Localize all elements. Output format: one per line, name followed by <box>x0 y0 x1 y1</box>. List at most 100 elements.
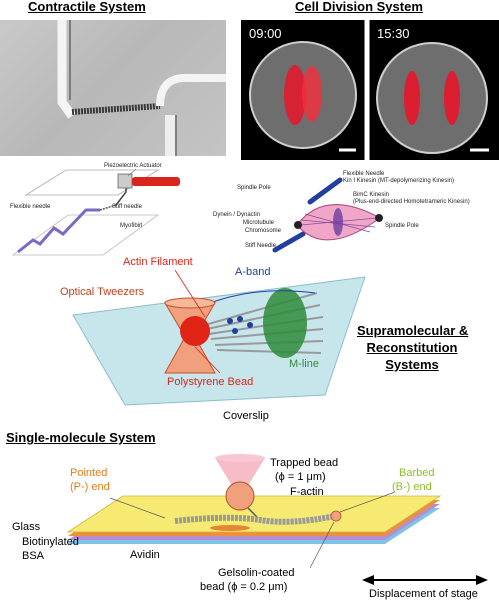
f-actin-chain <box>174 513 336 525</box>
label-flexible-needle: Flexible needle <box>10 204 51 210</box>
spindle-pole-right-dot <box>375 214 383 222</box>
myosin-head-4 <box>232 328 238 334</box>
myofibril-drawing <box>99 204 117 211</box>
heading-contractile-system: Contractile System <box>28 0 146 14</box>
stage-outline-bottom <box>11 214 160 256</box>
cell-frame-right <box>376 42 489 154</box>
bead-shadow <box>210 525 250 531</box>
pointed-leader <box>109 497 166 519</box>
label-gelsolin: Gelsolin-coated <box>218 567 295 579</box>
actin-filament-6 <box>216 349 322 354</box>
cell-frame-left <box>249 41 357 152</box>
myosin-head-3 <box>247 322 253 328</box>
label-glass: Glass <box>12 521 41 533</box>
label-a-band: A-band <box>235 266 271 278</box>
myosin-heads <box>227 316 253 334</box>
label-myofibril: Myofibirl <box>120 223 143 229</box>
stage-outline-top <box>24 169 160 196</box>
flexible-needle-shape <box>57 20 76 119</box>
piezo-block <box>117 173 133 189</box>
laser-cone-rim <box>215 454 265 462</box>
label-spindle-pole-left: Spindle Pole <box>237 185 271 191</box>
label-kin1-kinesin: Kin I Kinesin (MT-depolymerizing Kinesin… <box>343 178 455 184</box>
label-m-line: M-line <box>289 358 319 370</box>
chromosome-shape <box>333 208 343 236</box>
label-piezoelectric-actuator: Piezoelectric Actuator <box>104 163 162 169</box>
polystyrene-bead <box>180 316 210 346</box>
label-pointed: Pointed <box>70 467 108 479</box>
label-barbed: Barbed <box>399 467 435 479</box>
myosin-head-2 <box>237 316 243 322</box>
label-chromosome: Chromosome <box>245 228 282 234</box>
cell-division-micrographs: 09:00 15:30 <box>241 20 499 160</box>
gelsolin-leader <box>309 521 335 569</box>
label-stiff-needle: Stiff needle <box>112 204 142 210</box>
tweezers-diagram: Actin Filament A-band Optical Tweezers M… <box>55 255 390 425</box>
single-molecule-diagram: Trapped bead (ϕ = 1 μm) Pointed (P-) end… <box>0 450 499 600</box>
label-avidin: Avidin <box>130 549 160 561</box>
label-f-actin: F-actin <box>290 486 324 498</box>
label-bsa: BSA <box>22 550 45 562</box>
label-actin-filament: Actin Filament <box>123 256 193 268</box>
label-microtubule: Microtubule <box>243 220 275 226</box>
flexible-needle-bar <box>307 177 343 205</box>
chromosome-right-b <box>444 71 460 125</box>
label-dynein: Dynein / Dynactin <box>213 212 261 218</box>
spindle-diagram-svg <box>272 177 383 253</box>
gelsolin-bead-shape <box>330 510 342 522</box>
chromosome-left-a <box>284 65 306 125</box>
stiff-needle-shape <box>156 74 226 107</box>
time-label-left: 09:00 <box>249 26 282 41</box>
time-label-right: 15:30 <box>377 26 410 41</box>
heading-cell-division-system: Cell Division System <box>295 0 423 14</box>
heading-supramolecular-line-1: Supramolecular & <box>357 323 469 338</box>
piezo-actuator <box>132 177 180 186</box>
label-pointed-end: (P-) end <box>70 481 110 493</box>
label-spindle-pole-right: Spindle Pole <box>385 223 419 229</box>
label-trapped-bead-size: (ϕ = 1 μm) <box>275 471 326 483</box>
tweezers-diagram-svg <box>72 269 366 406</box>
barbed-leader <box>339 491 396 513</box>
tweezer-cone-rim <box>164 297 216 309</box>
label-trapped-bead: Trapped bead <box>270 457 339 469</box>
spindle-pole-left-dot <box>294 221 302 229</box>
heading-supramolecular-line-3: Systems <box>385 357 439 372</box>
laser-cone <box>215 458 265 492</box>
contractile-diagram: Piezoelectric Actuator Flexible needle S… <box>8 160 198 265</box>
contractile-diagram-svg <box>11 168 180 256</box>
heading-supramolecular: Supramolecular & Reconstitution Systems <box>357 322 469 373</box>
flexible-needle-drawing <box>17 208 100 254</box>
myofibril-shape <box>71 103 161 115</box>
displacement-arrow-left-head <box>362 575 374 585</box>
chromosome-right-a <box>404 71 420 125</box>
actin-leader <box>174 269 206 318</box>
bead-tether <box>247 507 259 519</box>
stiff-needle-bar <box>272 231 306 253</box>
label-bimc-sub: (Plus-end-directed Homotetrameric Kinesi… <box>353 199 470 205</box>
cell-right <box>376 42 488 154</box>
cell-division-svg <box>249 20 489 160</box>
heading-single-molecule-system: Single-molecule System <box>6 430 156 445</box>
label-displacement-of-stage: Displacement of stage <box>369 588 478 600</box>
single-molecule-svg <box>66 454 488 585</box>
label-spindle-stiff-needle: Stiff Needle <box>245 243 276 249</box>
spindle-diagram: Flexible Needle Kin I Kinesin (MT-depoly… <box>205 170 499 262</box>
contractile-micrograph-svg <box>57 20 226 156</box>
label-bimc-kinesin: BimC Kinesin <box>353 192 390 198</box>
label-biotinylated: Biotinylated <box>22 536 79 548</box>
heading-supramolecular-line-2: Reconstitution <box>366 340 458 355</box>
contractile-micrograph <box>0 20 226 156</box>
displacement-arrow-right-head <box>476 575 488 585</box>
label-spindle-flexible-needle: Flexible Needle <box>343 171 385 177</box>
myosin-head-1 <box>227 318 233 324</box>
label-polystyrene-bead: Polystyrene Bead <box>167 376 254 388</box>
piezo-leader <box>127 168 137 177</box>
chromosome-left-b <box>302 66 322 122</box>
label-gelsolin-size: bead (ϕ = 0.2 μm) <box>200 581 288 593</box>
bead-leader <box>194 346 221 374</box>
a-band-bracket <box>204 290 316 306</box>
label-coverslip: Coverslip <box>223 410 269 422</box>
trapped-bead-shape <box>225 481 255 511</box>
label-barbed-end: (B-) end <box>392 481 432 493</box>
label-optical-tweezers: Optical Tweezers <box>60 286 145 298</box>
